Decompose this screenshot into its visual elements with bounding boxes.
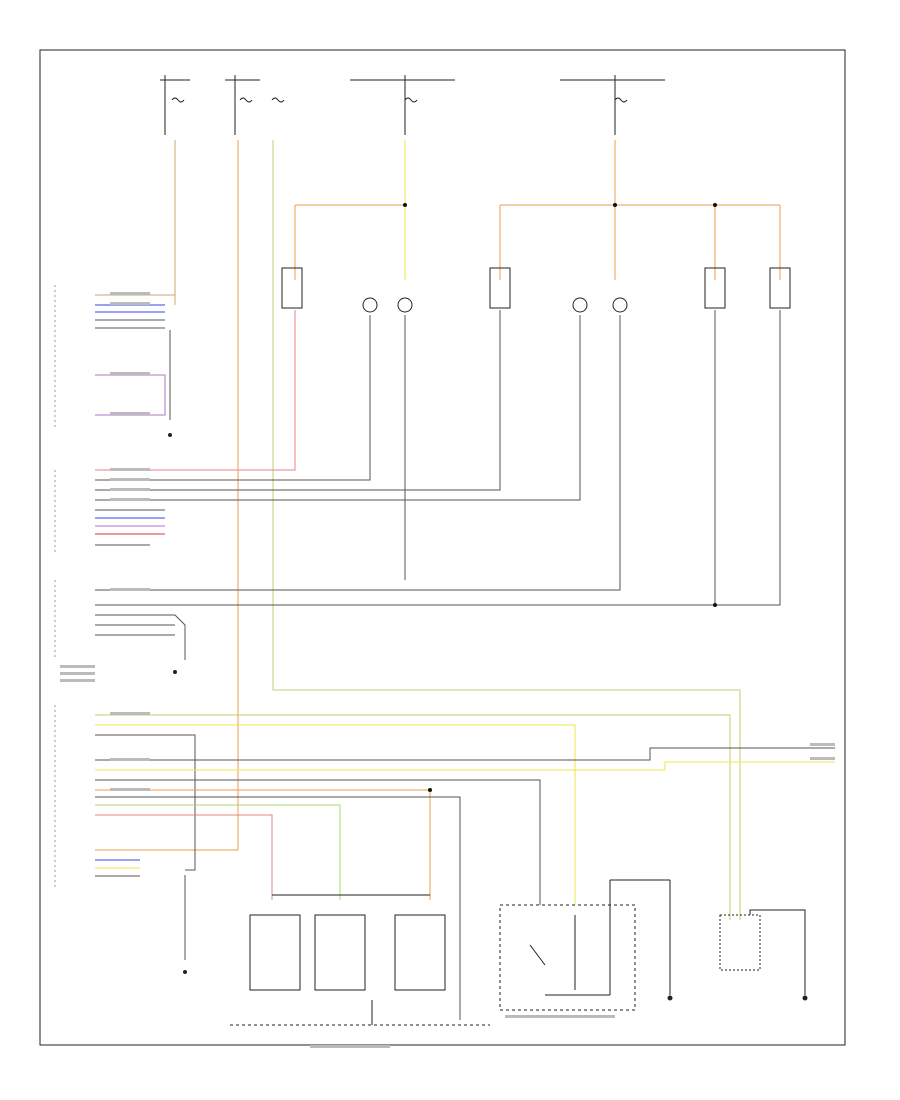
bulb-icon	[612, 297, 628, 313]
wire-gray-2	[95, 310, 501, 491]
wire-gray-3	[95, 315, 581, 501]
label-placeholders	[60, 292, 835, 1048]
wire-gray-h5	[95, 796, 461, 1020]
bulb-icon	[572, 297, 588, 313]
sensor-box	[719, 914, 761, 971]
fuel-sender-group	[230, 894, 490, 1026]
sensor-group	[719, 909, 808, 1001]
lamp-return-wires	[95, 310, 781, 607]
wire-gray-h3	[95, 779, 541, 905]
sender-box	[314, 914, 366, 991]
wire-gray-1	[95, 315, 371, 481]
switch-group	[499, 879, 673, 1011]
ground-icon	[173, 670, 177, 674]
ground-icon	[183, 970, 187, 974]
wire-gray-h1	[95, 747, 835, 761]
cluster-wires	[54, 705, 835, 1020]
wire-pink	[95, 310, 296, 471]
wire-red-h7	[95, 814, 273, 900]
fuse-icon	[239, 97, 253, 103]
wire-orange-h4	[95, 789, 431, 900]
ground-icon	[667, 995, 673, 1001]
component-box	[704, 267, 726, 309]
wire-lightgreen-long	[272, 140, 741, 920]
wire-gray	[95, 734, 196, 871]
wire-yellow-h2	[95, 761, 835, 771]
fuse-icon	[404, 97, 418, 103]
ground-icon	[168, 433, 172, 437]
component-box	[281, 267, 303, 309]
pump-box	[394, 914, 446, 991]
switch-box	[499, 904, 636, 1011]
wire-green-h6	[95, 804, 341, 900]
fuse-icon	[614, 97, 628, 103]
diagram-frame	[39, 49, 846, 1046]
feed-wires	[95, 140, 741, 920]
module-left-lower	[54, 580, 186, 674]
wire-gray-5	[95, 315, 621, 591]
component-box	[769, 267, 791, 309]
cluster-bottom-pins	[95, 859, 187, 974]
wire-orange-long	[95, 140, 239, 851]
sender-box	[249, 914, 301, 991]
fuse-group	[171, 97, 628, 103]
wire-lightgreen	[95, 714, 731, 920]
wire-gray-7	[715, 310, 781, 606]
component-box	[489, 267, 511, 309]
wire-yellow	[95, 724, 576, 905]
power-supply-group	[160, 75, 665, 135]
bulb-icon	[362, 297, 378, 313]
bulb-icon	[397, 297, 413, 313]
fuse-icon	[271, 97, 285, 103]
module-left-middle	[54, 470, 165, 555]
fuse-icon	[171, 97, 185, 103]
lamp-group	[281, 267, 791, 313]
ground-icon	[802, 995, 808, 1001]
